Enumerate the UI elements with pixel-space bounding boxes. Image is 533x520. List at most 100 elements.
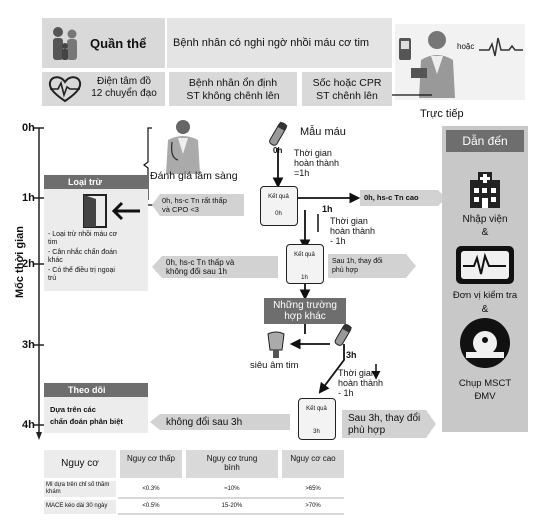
result-box-1h: Kết quả 1h xyxy=(286,244,324,284)
time-done-1h-line2: hoàn thành xyxy=(330,226,376,236)
blood-tube-icon xyxy=(269,121,288,146)
very-low-line2: và CPO <3 xyxy=(162,205,199,214)
ecg-label-line1: Điện tâm đồ xyxy=(97,76,151,87)
low-flag: 0h, hs-c Tn thấp và không đổi sau 1h xyxy=(152,256,278,278)
hospital-icon xyxy=(470,172,500,208)
other-line2: hợp khác xyxy=(284,311,326,322)
table-lines xyxy=(118,497,344,515)
risk-header-label-1: Nguy cơ thấp xyxy=(127,454,175,463)
stable-box: Bệnh nhân ổn định ST không chênh lên xyxy=(169,72,297,106)
stable-line1: Bệnh nhân ổn định xyxy=(188,77,278,89)
nochange-flag-3h: không đổi sau 3h xyxy=(150,414,290,430)
risk-header-3: Nguy cơ cao xyxy=(282,450,344,478)
rule-out-panel: Loại trừ - Loại trừ nhồi máu cơ tim - Câ… xyxy=(44,175,148,291)
other-line1: Những trường xyxy=(273,300,337,311)
hour-4: 4h xyxy=(22,419,35,431)
change-flag-3h: Sau 3h, thay đổi phù hợp xyxy=(342,410,436,438)
risk-row-0-label: MI dựa trên chỉ số thăm khám xyxy=(44,481,116,497)
ct-line1: Chụp MSCT xyxy=(458,378,512,389)
family-icon xyxy=(53,27,77,60)
risk-row-0-high: >65% xyxy=(305,486,321,492)
risk-row-0-mid: ≈10% xyxy=(224,486,240,492)
rule-out-item-5: trú xyxy=(48,275,57,282)
exit-door-icon xyxy=(83,194,140,228)
rule-out-item-3: khác xyxy=(48,257,63,264)
result-label-3h: Kết quả xyxy=(306,406,327,412)
risk-row-0-low: <0.3% xyxy=(142,486,160,492)
clinical-eval-label: Đánh giá lâm sàng xyxy=(150,170,238,182)
change-flag-1h: Sau 1h, thay đổi phù hợp xyxy=(328,254,416,278)
very-low-line1: 0h, hs-c Tn rất thấp xyxy=(162,196,227,205)
or-label: hoặc xyxy=(457,42,475,51)
change-line2: phù hợp xyxy=(332,267,359,274)
low-line2: không đổi sau 1h xyxy=(166,267,227,276)
hour-0: 0h xyxy=(22,122,35,134)
change-3h-line2: phù hợp xyxy=(348,425,386,436)
monitor-label: Đơn vị kiểm tra xyxy=(452,290,518,301)
time-done-line3: =1h xyxy=(294,168,310,178)
nochange-3h-label: không đổi sau 3h xyxy=(166,417,243,428)
stable-line2: ST không chênh lên xyxy=(186,90,280,102)
follow-up-panel: Theo dõi Dựa trên các chẩn đoán phân biệ… xyxy=(44,383,148,433)
time-done-1h-line3: - 1h xyxy=(330,236,346,246)
risk-table: Nguy cơ Nguy cơ thấp Nguy cơ trung bình … xyxy=(44,450,374,516)
rule-out-label: Loại trừ xyxy=(68,177,103,187)
monitor-icon xyxy=(456,246,514,284)
risk-row-1-label: MACE kéo dài 30 ngày xyxy=(44,500,116,514)
result-label-0h: Kết quả xyxy=(268,194,289,200)
change-line1: Sau 1h, thay đổi xyxy=(332,258,383,265)
risk-header-label-3: Nguy cơ cao xyxy=(290,454,336,463)
other-cases-box: Những trường hợp khác xyxy=(264,298,346,324)
suspicion-box: Bệnh nhân có nghi ngờ nhồi máu cơ tim xyxy=(167,18,392,68)
follow-line1: Dựa trên các xyxy=(50,405,96,414)
amp-2: & xyxy=(481,304,489,315)
risk-header-0: Nguy cơ xyxy=(44,450,116,478)
outcome-panel: Dẫn đến Nhập viện & Đơn vị kiểm tra & Ch… xyxy=(442,126,528,432)
blood-tube-3h-icon xyxy=(334,323,352,346)
outcome-title: Dẫn đến xyxy=(462,134,508,148)
direct-label: Trực tiếp xyxy=(420,108,464,120)
shock-box: Sốc hoặc CPR ST chênh lên xyxy=(302,72,392,106)
risk-row-1-low: <0.5% xyxy=(142,503,160,509)
suspicion-label: Bệnh nhân có nghi ngờ nhồi máu cơ tim xyxy=(173,37,370,49)
result-box-3h: Kết quả 3h xyxy=(298,398,336,440)
t0-label: 0h xyxy=(273,146,283,155)
time-done-1h-line1: Thời gian xyxy=(330,216,368,226)
outcome-header: Dẫn đến xyxy=(446,130,524,152)
ultrasound-probe-icon xyxy=(267,331,285,358)
risk-row-1-mid: 15-20% xyxy=(221,503,243,509)
rule-out-header: Loại trừ xyxy=(44,175,148,189)
population-label: Quần thể xyxy=(90,36,147,51)
follow-line2: chẩn đoán phân biệt xyxy=(50,417,123,426)
doctor-panel: hoặc xyxy=(395,24,525,100)
shock-line2: ST chênh lên xyxy=(316,90,378,102)
ecg-wave-icon xyxy=(479,37,523,57)
risk-row-1-high: >70% xyxy=(305,503,321,509)
change-3h-line1: Sau 3h, thay đổi xyxy=(348,413,421,424)
result-time-0h: 0h xyxy=(275,211,282,217)
t3-label: 3h xyxy=(346,350,357,360)
risk-header-label-2: Nguy cơ trung bình xyxy=(206,454,258,472)
echo-label: siêu âm tim xyxy=(250,360,299,371)
time-done-3h-line1: Thời gian xyxy=(338,368,376,378)
time-done-3h-line3: - 1h xyxy=(338,388,354,398)
rule-out-item-4: - Có thể điều trị ngoại xyxy=(48,267,115,274)
ct-scanner-icon xyxy=(460,318,510,368)
admit-label: Nhập viện xyxy=(462,214,508,225)
result-box-0h: Kết quả 0h xyxy=(260,186,298,226)
low-line1: 0h, hs-c Tn thấp và xyxy=(166,258,235,267)
very-low-flag: 0h, hs-c Tn rất thấp và CPO <3 xyxy=(152,194,244,216)
shock-line1: Sốc hoặc CPR xyxy=(312,77,382,89)
rule-out-item-1: tim xyxy=(48,239,58,246)
population-box: Quần thể xyxy=(42,18,165,68)
rule-out-item-0: - Loại trừ nhồi máu cơ xyxy=(48,231,118,238)
ct-line2: ĐMV xyxy=(474,391,496,402)
ecg-label-line2: 12 chuyển đạo xyxy=(91,88,157,99)
high-flag: 0h, hs-c Tn cao xyxy=(360,190,446,206)
risk-row-0-text: MI dựa trên chỉ số thăm khám xyxy=(46,482,110,495)
hour-1: 1h xyxy=(22,192,35,204)
doctor-monitor-icon xyxy=(399,31,455,98)
hour-2: 2h xyxy=(22,258,35,270)
t1-label: 1h xyxy=(322,204,333,214)
